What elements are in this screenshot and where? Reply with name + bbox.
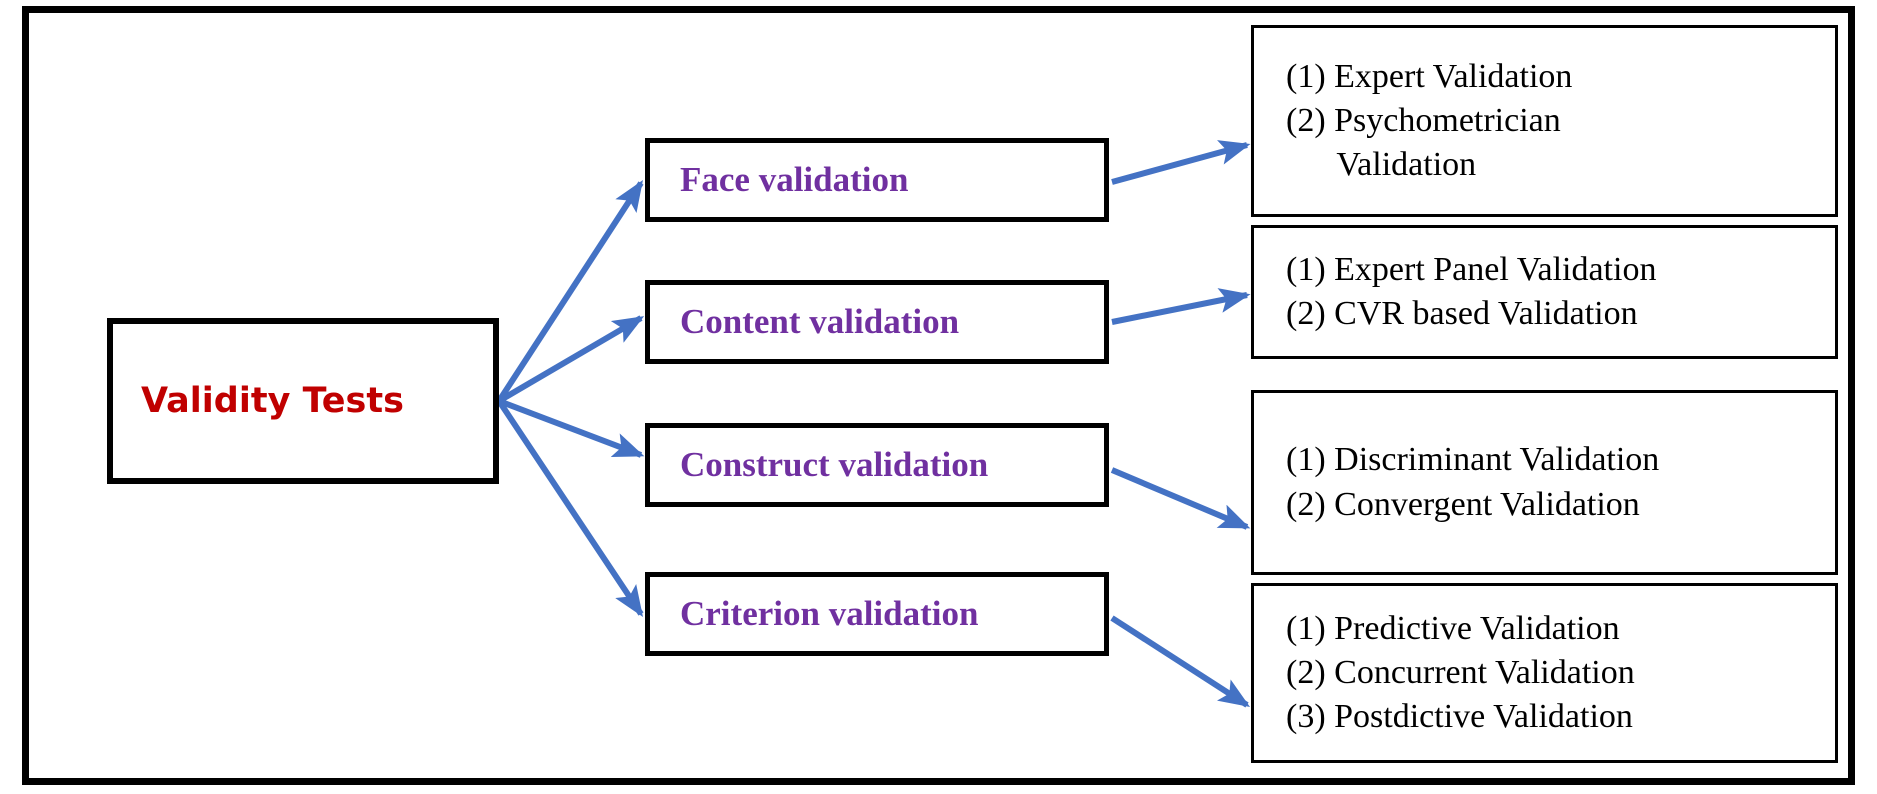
category-node-criterion-validation: Criterion validation [645, 572, 1109, 656]
detail-node-construct-validation: (1) Discriminant Validation (2) Converge… [1251, 390, 1838, 575]
root-node-label: Validity Tests [141, 380, 404, 421]
detail-line: (1) Expert Panel Validation [1286, 250, 1657, 288]
detail-list: (1) Expert Panel Validation (2) CVR base… [1286, 248, 1656, 336]
detail-list: (1) Expert Validation (2) Psychometricia… [1286, 55, 1572, 188]
detail-line: Validation [1286, 146, 1477, 184]
detail-list: (1) Predictive Validation (2) Concurrent… [1286, 607, 1635, 740]
category-node-face-validation: Face validation [645, 138, 1109, 222]
root-node-validity-tests: Validity Tests [107, 318, 499, 484]
category-node-label: Content validation [680, 301, 960, 341]
detail-line: (2) Convergent Validation [1286, 485, 1640, 523]
detail-node-content-validation: (1) Expert Panel Validation (2) CVR base… [1251, 225, 1838, 359]
category-node-construct-validation: Construct validation [645, 423, 1109, 507]
detail-line: (1) Predictive Validation [1286, 609, 1620, 647]
category-node-label: Face validation [680, 159, 909, 199]
detail-line: (2) Concurrent Validation [1286, 653, 1635, 691]
category-node-content-validation: Content validation [645, 280, 1109, 364]
detail-line: (2) CVR based Validation [1286, 295, 1638, 332]
detail-line: (1) Discriminant Validation [1286, 441, 1660, 479]
detail-node-face-validation: (1) Expert Validation (2) Psychometricia… [1251, 25, 1838, 217]
detail-list: (1) Discriminant Validation (2) Converge… [1286, 438, 1659, 526]
detail-line: (2) Psychometrician [1286, 101, 1561, 139]
detail-line: (3) Postdictive Validation [1286, 698, 1633, 736]
detail-node-criterion-validation: (1) Predictive Validation (2) Concurrent… [1251, 583, 1838, 763]
category-node-label: Criterion validation [680, 593, 979, 633]
detail-line: (1) Expert Validation [1286, 57, 1573, 95]
category-node-label: Construct validation [680, 444, 989, 484]
